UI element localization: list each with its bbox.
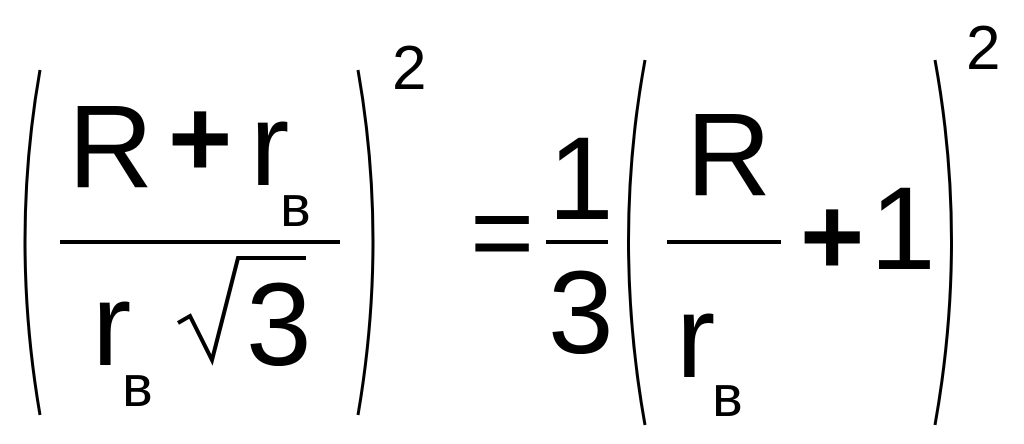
lhs-den-r-subscript: в <box>122 354 153 419</box>
rhs-coef-fraction-bar <box>546 240 608 244</box>
rhs-inner-denominator-r: r <box>676 271 716 403</box>
rhs-plus: + <box>800 175 865 298</box>
rhs-coef-numerator: 1 <box>548 113 614 245</box>
right-paren-lhs <box>356 69 375 416</box>
lhs-den-radicand: 3 <box>246 259 312 391</box>
lhs-num-r-subscript: в <box>280 174 311 239</box>
equals-sign: = <box>470 171 535 294</box>
rhs-inner-denominator-subscript: в <box>712 364 743 429</box>
lhs-exponent: 2 <box>392 34 427 103</box>
lhs-num-r: r <box>250 79 290 211</box>
right-paren-rhs <box>933 59 953 426</box>
lhs-den-r: r <box>92 259 132 391</box>
left-paren-rhs <box>627 59 647 426</box>
rhs-inner-fraction-bar <box>667 240 781 244</box>
rhs-one: 1 <box>870 163 936 295</box>
rhs-exponent: 2 <box>966 14 1001 83</box>
lhs-num-plus: + <box>168 77 233 200</box>
rhs-coef-denominator: 3 <box>548 247 614 379</box>
left-paren-lhs <box>23 69 42 416</box>
lhs-num-R: R <box>68 81 154 213</box>
lhs-fraction-bar <box>60 240 340 244</box>
rhs-inner-numerator-R: R <box>686 89 772 221</box>
